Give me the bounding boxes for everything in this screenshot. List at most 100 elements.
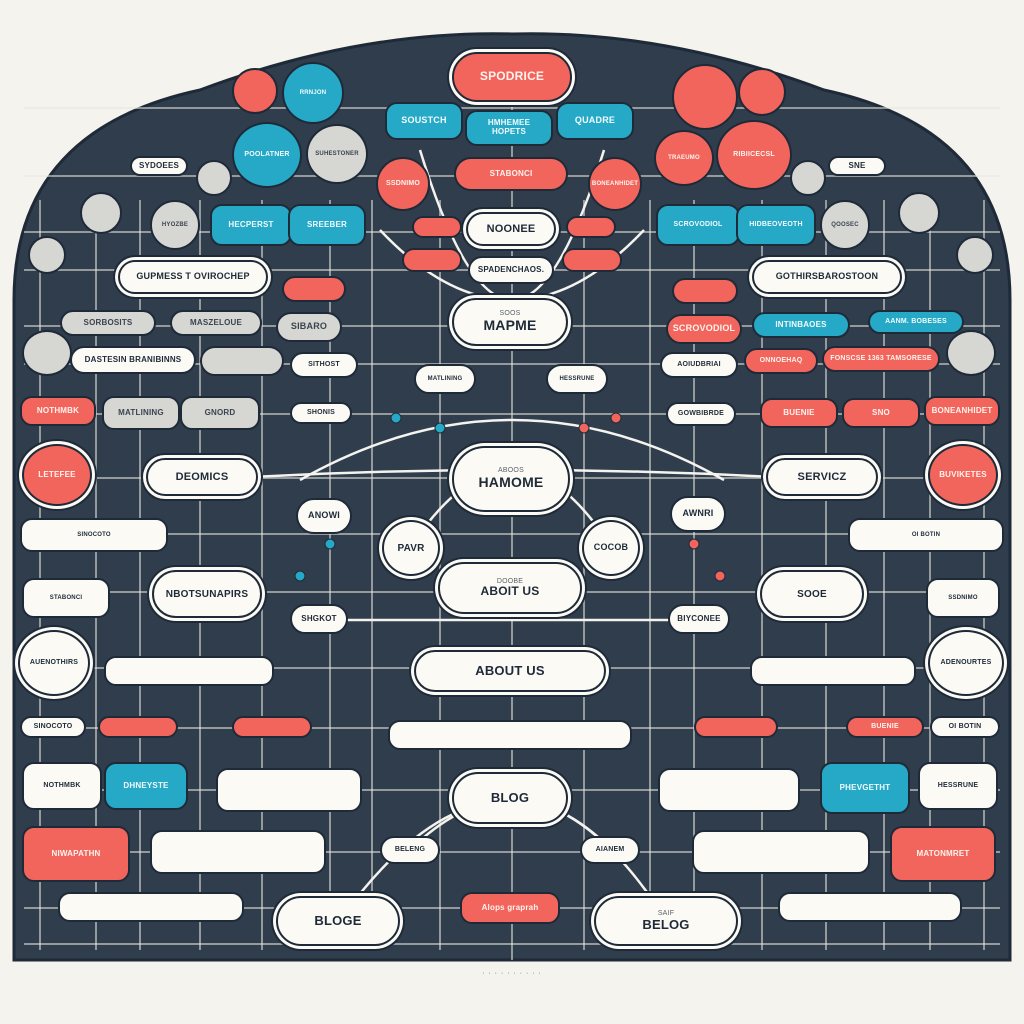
node-bloge: BLOGE [276,896,400,946]
node-right-row-4b: BUENIE [846,716,924,738]
node-soide: SOOE [760,570,864,618]
node-adenourtes: ADENOURTES [928,630,1004,696]
node-circle-ur-8 [790,160,826,196]
node-right-white-5b [658,768,800,812]
node-sydoees: SYDOEES [130,156,188,176]
accent-dot-6 [294,570,306,582]
branch-line-5 [511,418,725,482]
node-sijhestoner: SUHESTONER [306,124,368,184]
node-aianem: AIANEM [580,836,640,864]
node-right-red-row-2: SNO [842,398,920,428]
node-circle-ul-7 [22,330,72,376]
node-nbotsunapirs: NBOTSUNAPIRS [152,570,262,618]
node-left-long-2: STABONCI [22,578,110,618]
node-maszeloue: MASZELOUE [170,310,262,336]
node-right-branch-a [566,216,616,238]
node-intinbaoes: INTINBAOES [752,312,850,338]
node-poolatner: POOLATNER [232,122,302,188]
node-circle-ur-7 [956,236,994,274]
node-noonee: NOONEE [466,212,556,246]
node-circle-ur-5: QOOSEC [820,200,870,250]
node-scrovodiol: SCROVODIOL [666,314,742,344]
node-left-gray-row-1: MATLINING [102,396,180,430]
node-sreeber: SREEBER [288,204,366,246]
accent-dot-3 [578,422,590,434]
node-giorsd-right: SNE [828,156,886,176]
node-left-long-1: SINOCOTO [20,518,168,552]
node-center-long [388,720,632,750]
node-fonscse: FONSCSE 1363 TAMSORESE [822,346,940,372]
node-spadenchaos: SPADENCHAOS. [468,256,554,284]
node-gupmess: GUPMESS T OVIROCHEP [118,260,268,294]
node-alopsgrepph: Alops graprah [460,892,560,924]
node-circle-ur-6 [898,192,940,234]
node-buviketes: BUVIKETES [928,444,998,506]
footer-caption: · · · · · · · · · · [482,970,542,977]
node-right-white-7 [778,892,962,922]
node-beleng: BELENG [380,836,440,864]
node-sorbosits: SORBOSITS [60,310,156,336]
node-left-row-4a: SINOCOTO [20,716,86,738]
node-pavr: PAVR [382,520,440,576]
node-hidbeoveoth-2: HIDBEOVEOTH [736,204,816,246]
node-left-gray-pill-2 [200,346,284,376]
branch-line-4 [299,418,513,482]
node-sousteh: SOUSTCH [385,102,463,140]
node-right-branch-b [562,248,622,272]
node-quadre: QUADRE [556,102,634,140]
node-circle-ul-1 [232,68,278,114]
node-right-inner-white-1: HESSRUNE [546,364,608,394]
accent-dot-2 [434,422,446,434]
node-deomics: DEOMICS [146,458,258,496]
node-newapathn: NIWAPATHN [22,826,130,882]
node-cocob: COCOB [582,520,640,576]
node-right-long-2: SSDNIMO [926,578,1000,618]
node-blog: BLOG [452,772,568,824]
accent-dot-5 [688,538,700,550]
node-biycenee: BIYCONEE [668,604,730,634]
node-phevgetht: PHEVGETHT [820,762,910,814]
node-dastesin: DASTESIN BRANIBINNS [70,346,196,374]
node-right-long-1: OI BOTIN [848,518,1004,552]
accent-dot-0 [390,412,402,424]
node-servicz: SERVICZ [766,458,878,496]
node-left-gray-row-2: GNORD [180,396,260,430]
node-shgkot: SHGKOT [290,604,348,634]
node-right-red-pill-2: ONNOEHAQ [744,348,818,374]
node-left-white-5b [216,768,362,812]
node-boneanhidet: BONEANHIDET [588,157,642,211]
node-about-us: ABOUT US [414,650,606,692]
node-left-red-pill-1 [282,276,346,302]
node-gothirsbarostoon: GOTHIRSBAROSTOON [752,260,902,294]
node-anowi: ANOWI [296,498,352,534]
node-circle-ul-2: RRNJON [282,62,344,124]
accent-dot-7 [714,570,726,582]
node-left-red-row: NOTHMBK [20,396,96,426]
node-circle-ur-3: TRAEUMO [654,130,714,186]
node-left-branch-b [402,248,462,272]
node-circle-ur-9 [946,330,996,376]
node-stabonci: STABONCI [454,157,568,191]
node-sibaro: SIBARO [276,312,342,342]
node-dhneyste: DHNEYSTE [104,762,188,810]
node-right-white-5: HESSRUNE [918,762,998,810]
node-heme-hoperts: HMHEMEE HOPETS [465,110,553,146]
node-right-red-pill-1 [672,278,738,304]
node-matonmret: MATONMRET [890,826,996,882]
node-left-white-6 [150,830,326,874]
node-circle-ul-4 [80,192,122,234]
node-right-row-4a [694,716,778,738]
node-circle-ur-2 [738,68,786,116]
node-circle-ul-3: HYOZBE [150,200,200,250]
node-auenothirs: AUENOTHIRS [18,630,90,696]
node-left-white-7 [58,892,244,922]
node-letefee: LETEFEE [22,444,92,506]
node-right-white-6 [692,830,870,874]
node-right-white-row: GOWBIBRDE [666,402,736,426]
node-left-row-4b [98,716,178,738]
node-left-white-row: SHONIS [290,402,352,424]
